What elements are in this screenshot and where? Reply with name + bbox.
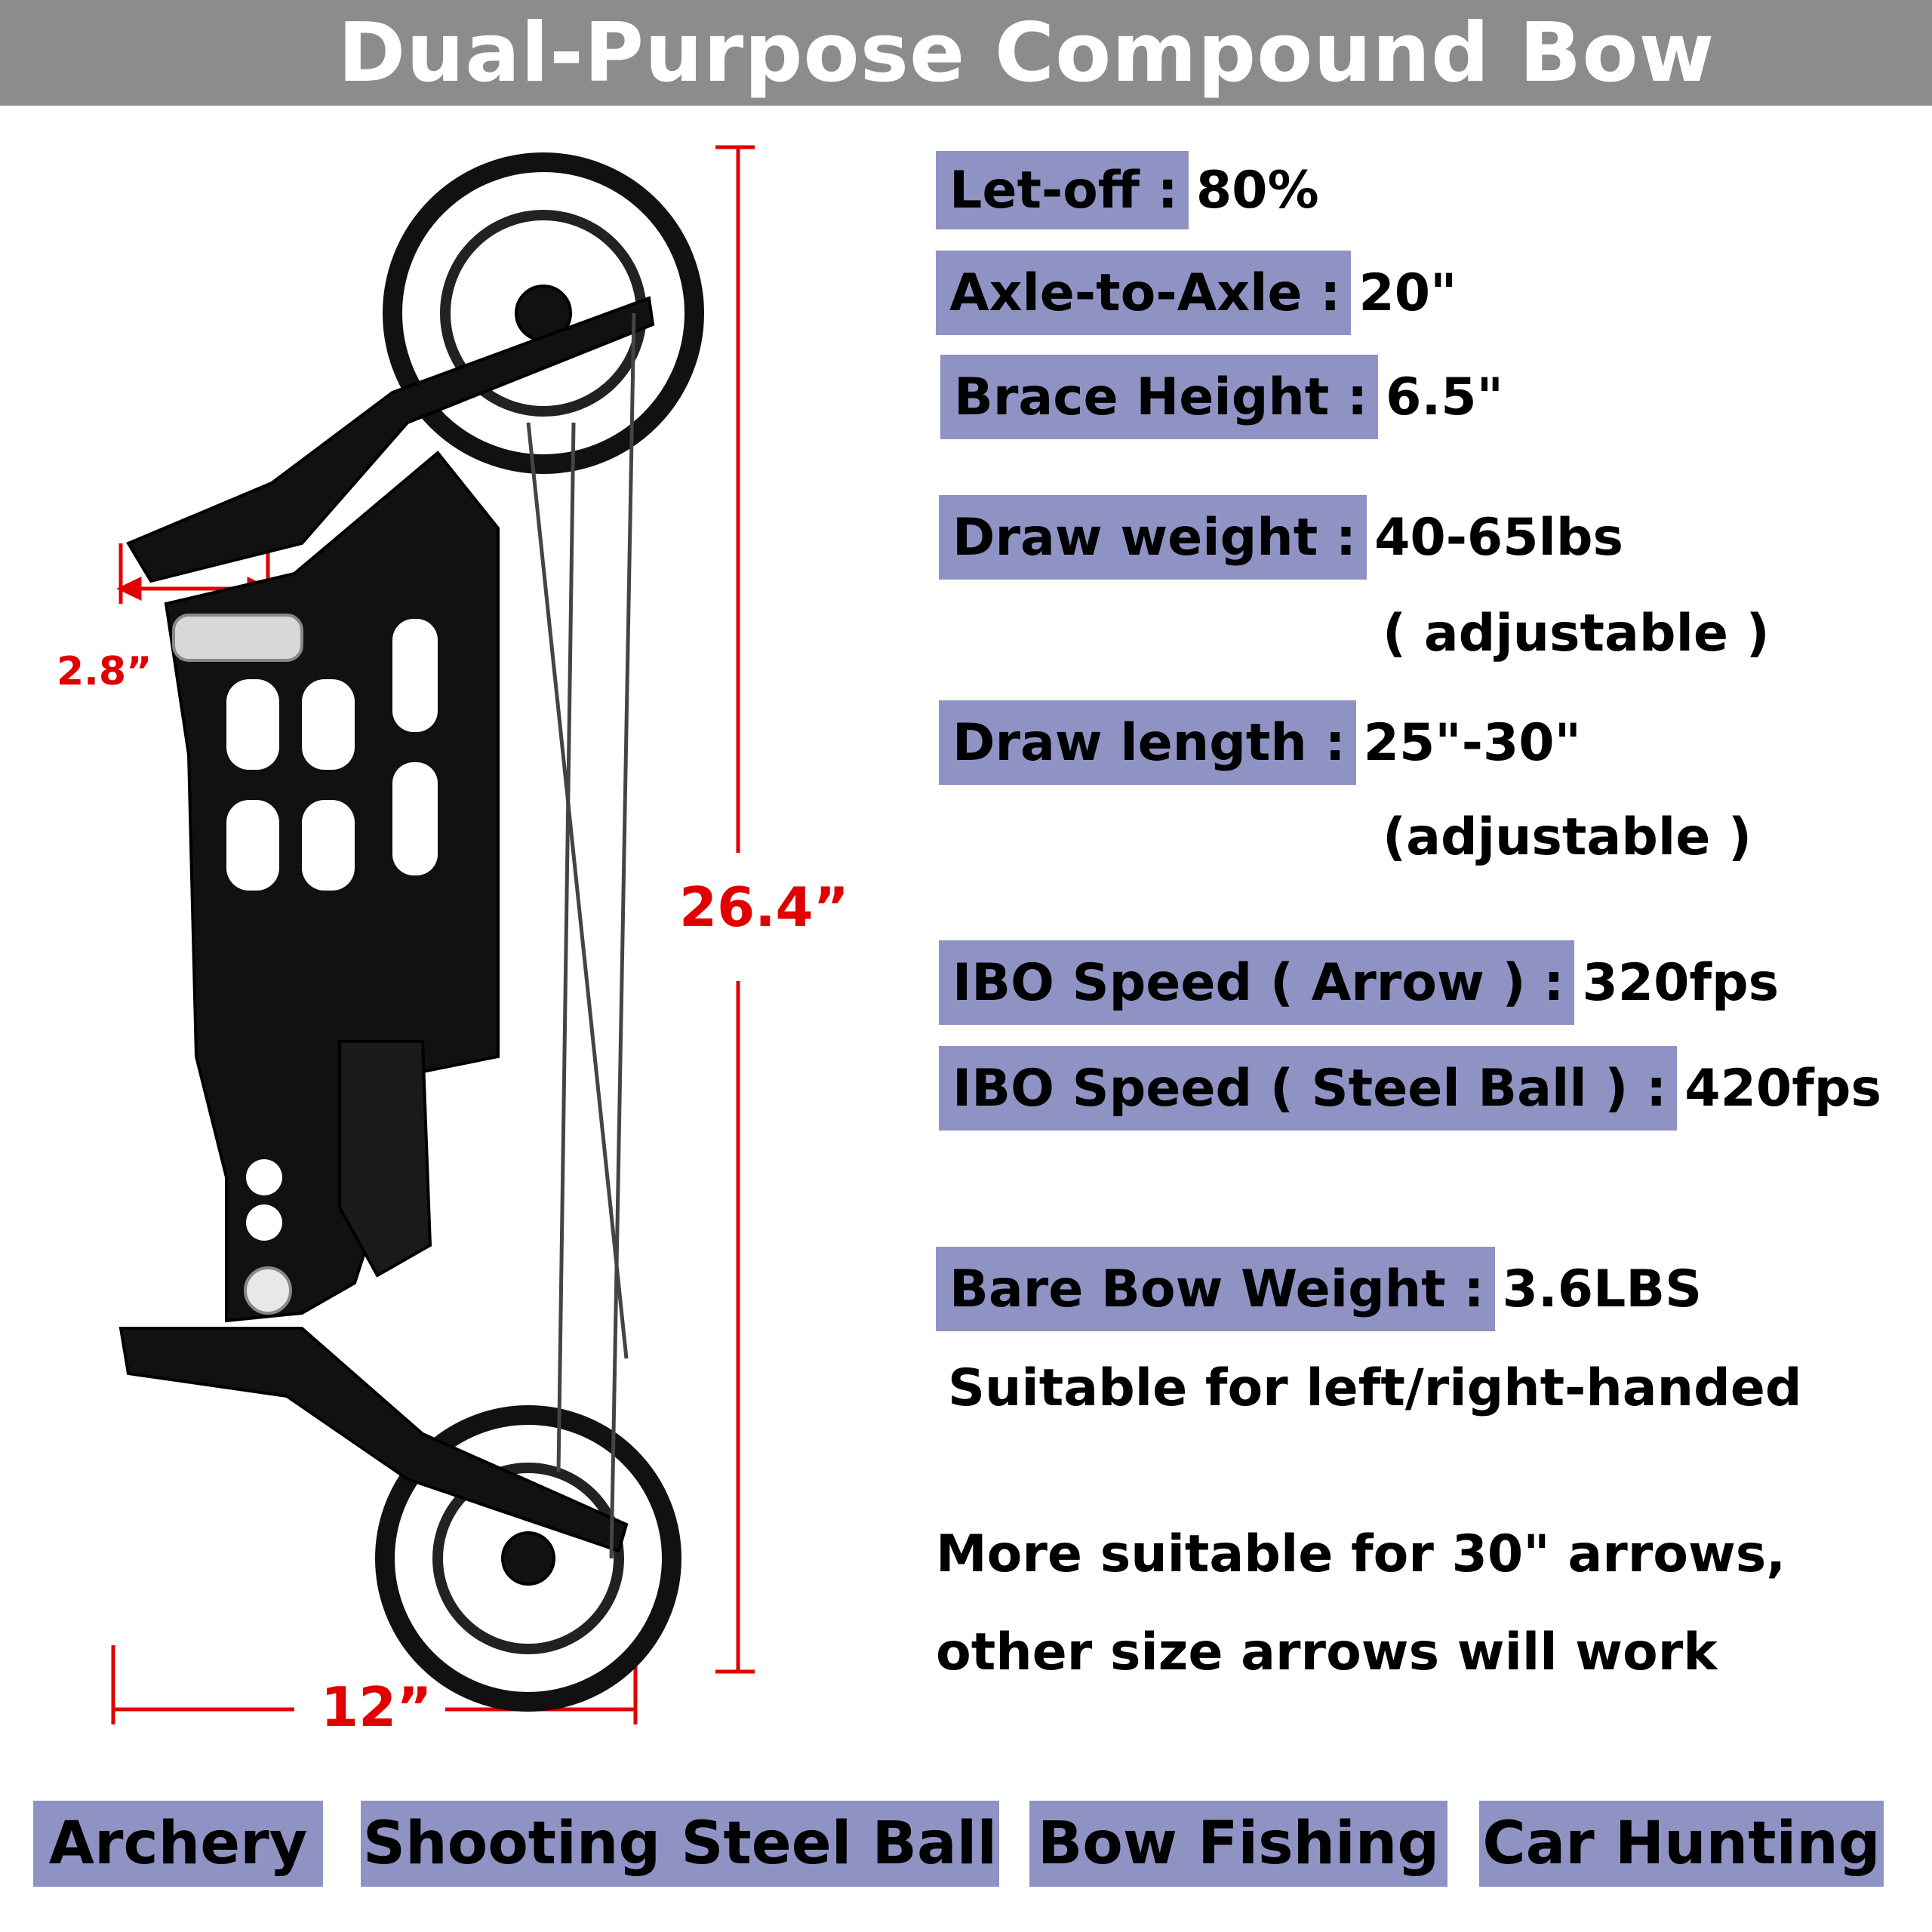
spec-value: 20" xyxy=(1358,263,1457,323)
width-dimension-label: 12” xyxy=(321,1675,432,1739)
spec-value: 40-65lbs xyxy=(1374,507,1624,568)
spec-label: Draw length : xyxy=(939,700,1356,785)
height-dimension-label: 26.4” xyxy=(679,875,849,939)
arrows-note-line2: other size arrows will work xyxy=(936,1623,1718,1682)
use-tag-bow-fishing: Bow Fishing xyxy=(1029,1801,1447,1887)
spec-ibo-speed-arrow: IBO Speed ( Arrow ) : 320fps xyxy=(939,940,1779,1025)
spec-label: Bare Bow Weight : xyxy=(936,1247,1495,1331)
compound-bow-image xyxy=(111,145,755,1724)
spec-label: IBO Speed ( Arrow ) : xyxy=(939,940,1575,1025)
spec-let-off: Let-off : 80% xyxy=(936,151,1319,229)
spec-label: Brace Height : xyxy=(940,355,1379,439)
spec-value: 80% xyxy=(1195,160,1319,220)
bottom-cam xyxy=(375,1405,681,1712)
spec-label: Axle-to-Axle : xyxy=(936,251,1352,335)
draw-length-note: (adjustable ) xyxy=(1383,808,1752,867)
bow-silhouette xyxy=(118,152,704,1712)
spec-value: 3.6LBS xyxy=(1502,1259,1703,1319)
spec-label: Draw weight : xyxy=(939,495,1367,580)
draw-weight-note: ( adjustable ) xyxy=(1383,604,1770,663)
use-tag-car-hunting: Car Hunting xyxy=(1479,1801,1884,1887)
arrows-note-line1: More suitable for 30" arrows, xyxy=(936,1524,1786,1584)
spec-bare-bow-weight: Bare Bow Weight : 3.6LBS xyxy=(936,1247,1702,1331)
use-tag-archery: Archery xyxy=(33,1801,323,1887)
page-title: Dual-Purpose Compound Bow xyxy=(337,5,1715,100)
spec-ibo-speed-steel-ball: IBO Speed ( Steel Ball ) : 420fps xyxy=(939,1046,1881,1131)
grip-dimension-label: 2.8” xyxy=(57,649,152,694)
spec-value: 420fps xyxy=(1684,1058,1881,1118)
spec-value: 25"-30" xyxy=(1363,712,1582,773)
spec-label: IBO Speed ( Steel Ball ) : xyxy=(939,1046,1678,1131)
spec-draw-length: Draw length : 25"-30" xyxy=(939,700,1581,785)
spec-axle-to-axle: Axle-to-Axle : 20" xyxy=(936,251,1457,335)
top-cam xyxy=(383,152,704,474)
spec-label: Let-off : xyxy=(936,151,1189,229)
title-bar: Dual-Purpose Compound Bow xyxy=(0,0,1932,106)
bow-string xyxy=(526,312,636,1559)
spec-value: 6.5" xyxy=(1386,367,1504,427)
handedness-note: Suitable for left/right-handed xyxy=(948,1358,1802,1418)
height-dimension-line xyxy=(715,145,755,1674)
spec-value: 320fps xyxy=(1582,952,1780,1013)
use-tag-shooting-steel-ball: Shooting Steel Ball xyxy=(361,1801,999,1887)
spec-draw-weight: Draw weight : 40-65lbs xyxy=(939,495,1623,580)
spec-brace-height: Brace Height : 6.5" xyxy=(940,355,1503,439)
